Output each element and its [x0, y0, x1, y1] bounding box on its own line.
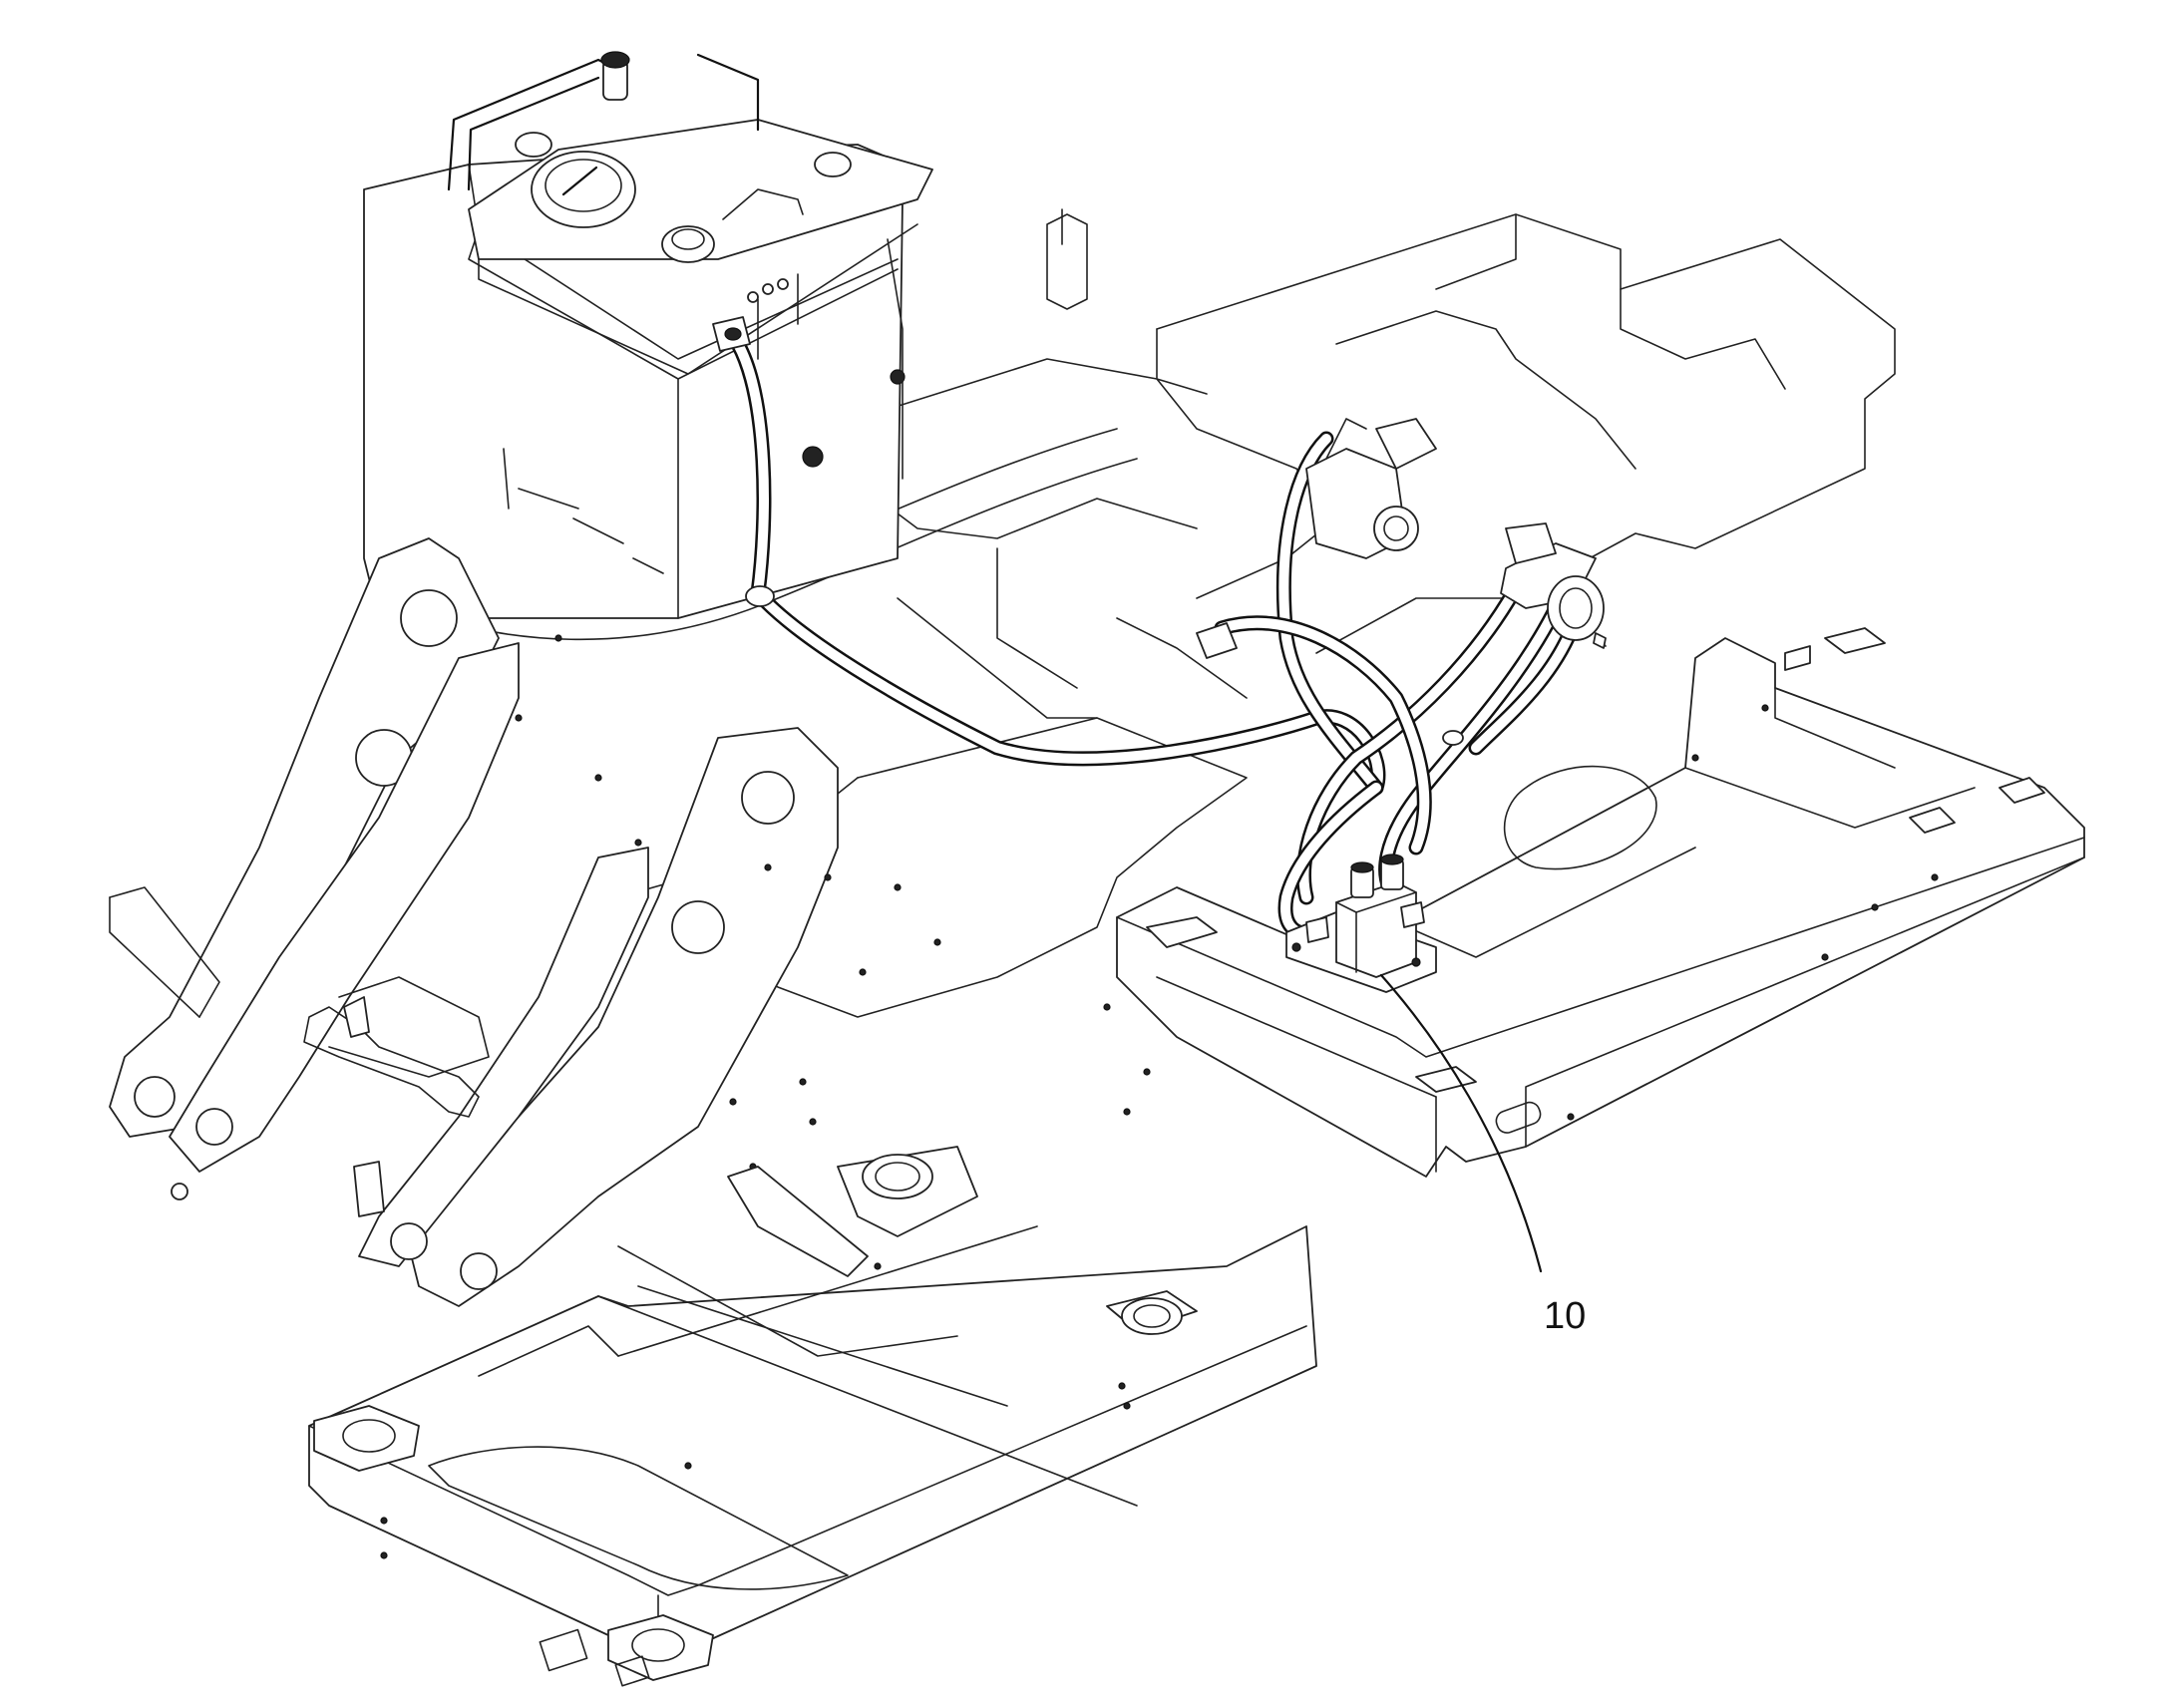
hydraulic-tank	[363, 51, 1088, 619]
mount-ring-icon	[1121, 1297, 1183, 1335]
manifold-block-item-10	[1285, 854, 1437, 993]
right-track-frame	[1116, 627, 2085, 1178]
breather-icon	[661, 225, 715, 263]
pump-face-icon	[1373, 506, 1419, 551]
callout-10: 10	[1379, 973, 1586, 1337]
hydraulic-pump	[1305, 418, 1437, 559]
filler-cap-icon	[531, 151, 636, 228]
callout-label: 10	[1544, 1295, 1586, 1337]
boom-brackets	[109, 537, 1151, 1307]
swivel-mount-icon	[862, 1154, 933, 1199]
valve-dome-icon	[1547, 575, 1605, 641]
leader-line	[1379, 973, 1543, 1273]
lower-track-frame	[308, 1146, 1317, 1687]
control-valve	[1500, 522, 1607, 649]
